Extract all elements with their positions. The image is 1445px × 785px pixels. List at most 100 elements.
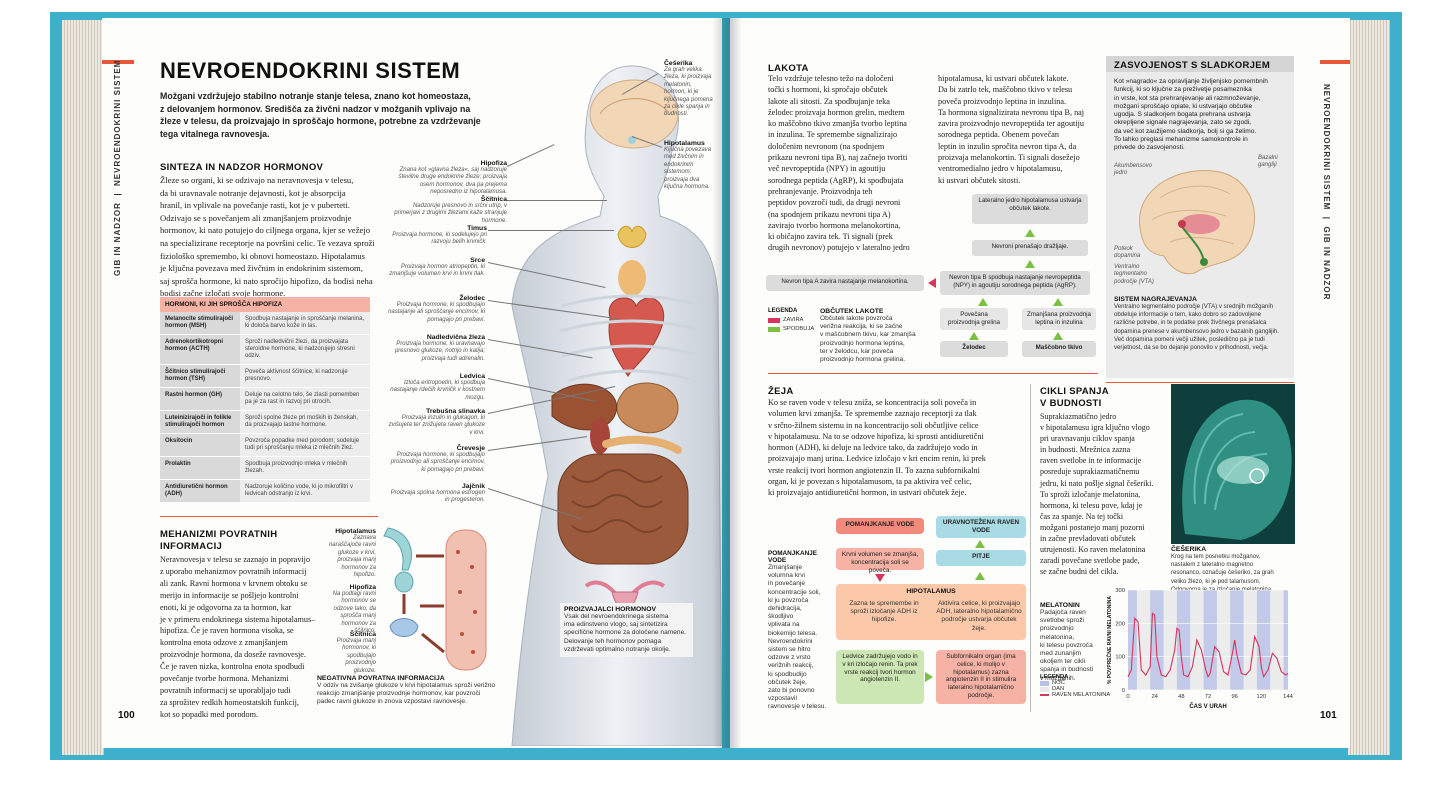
pineal-highlight-circle: [1249, 468, 1265, 484]
negative-feedback-caption: NEGATIVNA POVRATNA INFORMACIJA V odziv n…: [317, 675, 496, 706]
promote-arrow: [1053, 332, 1063, 340]
hormone-table: HORMONI, KI JIH SPROŠČA HIPOFIZA Melanoc…: [160, 297, 370, 503]
y-tick-label: 300: [1115, 588, 1125, 594]
page-number-left: 100: [118, 710, 135, 721]
fat-tissue-box: Maščobno tkivo: [1022, 341, 1096, 357]
x-tick-label: 0: [1126, 694, 1129, 700]
water-lack-box: POMANJKANJE VODE: [836, 518, 924, 534]
producers-caption: PROIZVAJALCI HORMONOV Vsak del nevroendo…: [560, 603, 693, 658]
blood-vessel: [445, 529, 487, 671]
x-tick-label: 120: [1256, 694, 1266, 700]
stomach-box: Želodec: [940, 341, 1008, 357]
accent-bar: [102, 60, 134, 64]
promote-arrow: [969, 332, 979, 340]
leptin-box: Zmanjšana proizvodnja leptina in inzulin…: [1022, 308, 1096, 330]
inhibit-legend-swatch: [768, 317, 780, 323]
x-tick-label: 144: [1283, 694, 1293, 700]
y-tick-label: 100: [1115, 655, 1125, 661]
night-band: [1283, 590, 1288, 690]
hunger-text-col2: hipotalamusa, ki ustvari občutek lakote.…: [938, 74, 1085, 185]
night-band: [1256, 590, 1271, 690]
table-row: Melanocite stimulirajoči hormon (MSH)Spo…: [160, 312, 370, 335]
table-row: Ščitnico stimulirajoči hormon (TSH)Poveč…: [160, 364, 370, 388]
x-tick-label: 72: [1205, 694, 1211, 700]
column-divider: [1030, 384, 1031, 712]
stomach-icon: [616, 382, 679, 434]
blood-volume-box: Krvni volumen se zmanjša, koncentracija …: [836, 548, 924, 574]
feedback-label-thyroid: Ščitnica Proizvaja manj hormonov, ki spo…: [336, 631, 376, 674]
thymus-icon: [618, 260, 646, 296]
table-row: Rastni hormon (GH)Deluje na celotno telo…: [160, 387, 370, 411]
neuron-type-a-box: Nevron tipa A zavira nastajanje melanoko…: [766, 275, 924, 291]
synthesis-text: Žleze so organi, ki se odzivajo na nerav…: [160, 175, 375, 299]
thirst-heading: ŽEJA: [768, 386, 794, 397]
accent-bar: [1320, 60, 1350, 64]
promote-arrow: [1025, 229, 1035, 237]
thyroid-shape: [389, 618, 419, 637]
pituitary-shape: [394, 571, 414, 593]
hunger-heading: LAKOTA: [768, 63, 809, 74]
table-header: HORMONI, KI JIH SPROŠČA HIPOFIZA: [160, 297, 370, 312]
night-swatch: [1040, 680, 1049, 686]
feedback-illustration: [383, 527, 487, 671]
hypothalamus-box: [836, 584, 1026, 640]
flow-arrow: [975, 572, 985, 580]
section-rule: [768, 373, 1098, 374]
night-band: [1150, 590, 1164, 690]
thyroid-icon: [617, 225, 647, 248]
drinking-box: PITJE: [936, 550, 1026, 566]
brain-icon: [589, 79, 679, 149]
running-head-left: GIB IN NADZOR | NEVROENDOKRINI SISTEM: [113, 59, 122, 276]
water-balanced-box: URAVNOTEŽENA RAVEN VODE: [936, 516, 1026, 538]
vta-icon: [1200, 258, 1208, 266]
subfornical-organ-box: Subfornikalni organ (ima celice, ki moli…: [936, 650, 1026, 704]
promote-legend-swatch: [768, 326, 780, 332]
label-vta: Ventralno tegmentalno področje (VTA): [1114, 264, 1154, 285]
label-dopamine-path: Poteok dopamina: [1114, 246, 1141, 260]
promote-arrow: [978, 298, 988, 306]
page-edges-left: [62, 20, 104, 755]
heart-icon: [608, 297, 665, 377]
blood-cells: [456, 550, 477, 654]
page-title: NEVROENDOKRINI SISTEM: [160, 58, 461, 83]
table-row: Antidiuretični hormon (ADH)Nadzoruje kol…: [160, 479, 370, 503]
day-swatch: [1040, 686, 1049, 692]
flow-arrow: [975, 540, 985, 548]
running-head-right: NEVROENDOKRINI SISTEM | GIB IN NADZOR: [1322, 84, 1331, 301]
leader-line: [488, 230, 614, 231]
leader-line: [507, 200, 607, 201]
kidney-box: Ledvice zadržujejo vodo in v kri izločaj…: [836, 650, 924, 704]
pancreas-icon: [602, 435, 682, 454]
ghrelin-box: Povečana proizvodnja grelina: [940, 308, 1008, 330]
liver-icon: [551, 383, 618, 431]
right-page: NEVROENDOKRINI SISTEM | GIB IN NADZOR LA…: [730, 18, 1350, 748]
page-number-right: 101: [1320, 710, 1337, 721]
book-gutter: [712, 18, 742, 748]
synthesis-heading: SINTEZA IN NADZOR HORMONOV: [160, 162, 324, 173]
section-rule: [1106, 382, 1294, 383]
night-band: [1203, 590, 1217, 690]
left-page: GIB IN NADZOR | NEVROENDOKRINI SISTEM NE…: [102, 18, 722, 748]
hunger-legend: LEGENDA ZAVIRA SPODBUJA: [768, 308, 815, 332]
section-rule: [160, 516, 378, 517]
hypothalamus-shape: [383, 527, 412, 571]
feedback-text: Neravnovesja v telesu se zaznajo in popr…: [160, 555, 316, 719]
label-basal-ganglia: Bazalni gangliji: [1258, 155, 1278, 169]
